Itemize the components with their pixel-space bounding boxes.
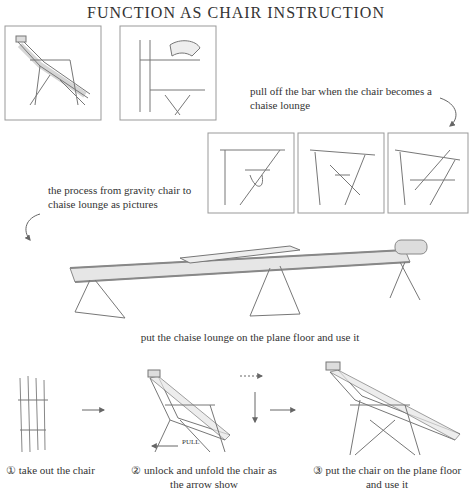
step-caption: ① take out the chair — [6, 463, 126, 477]
title: FUNCTION AS CHAIR INSTRUCTION — [0, 3, 472, 24]
arrow-label: PULL — [182, 438, 222, 447]
step-caption: ③ put the chair on the plane floor and u… — [308, 463, 466, 492]
instruction-note: put the chaise lounge on the plane floor… — [100, 330, 400, 344]
instruction-note: pull off the bar when the chair becomes … — [250, 84, 446, 113]
step-caption: ② unlock and unfold the chair as the arr… — [128, 463, 280, 492]
instruction-note: the process from gravity chair to chaise… — [48, 183, 206, 212]
